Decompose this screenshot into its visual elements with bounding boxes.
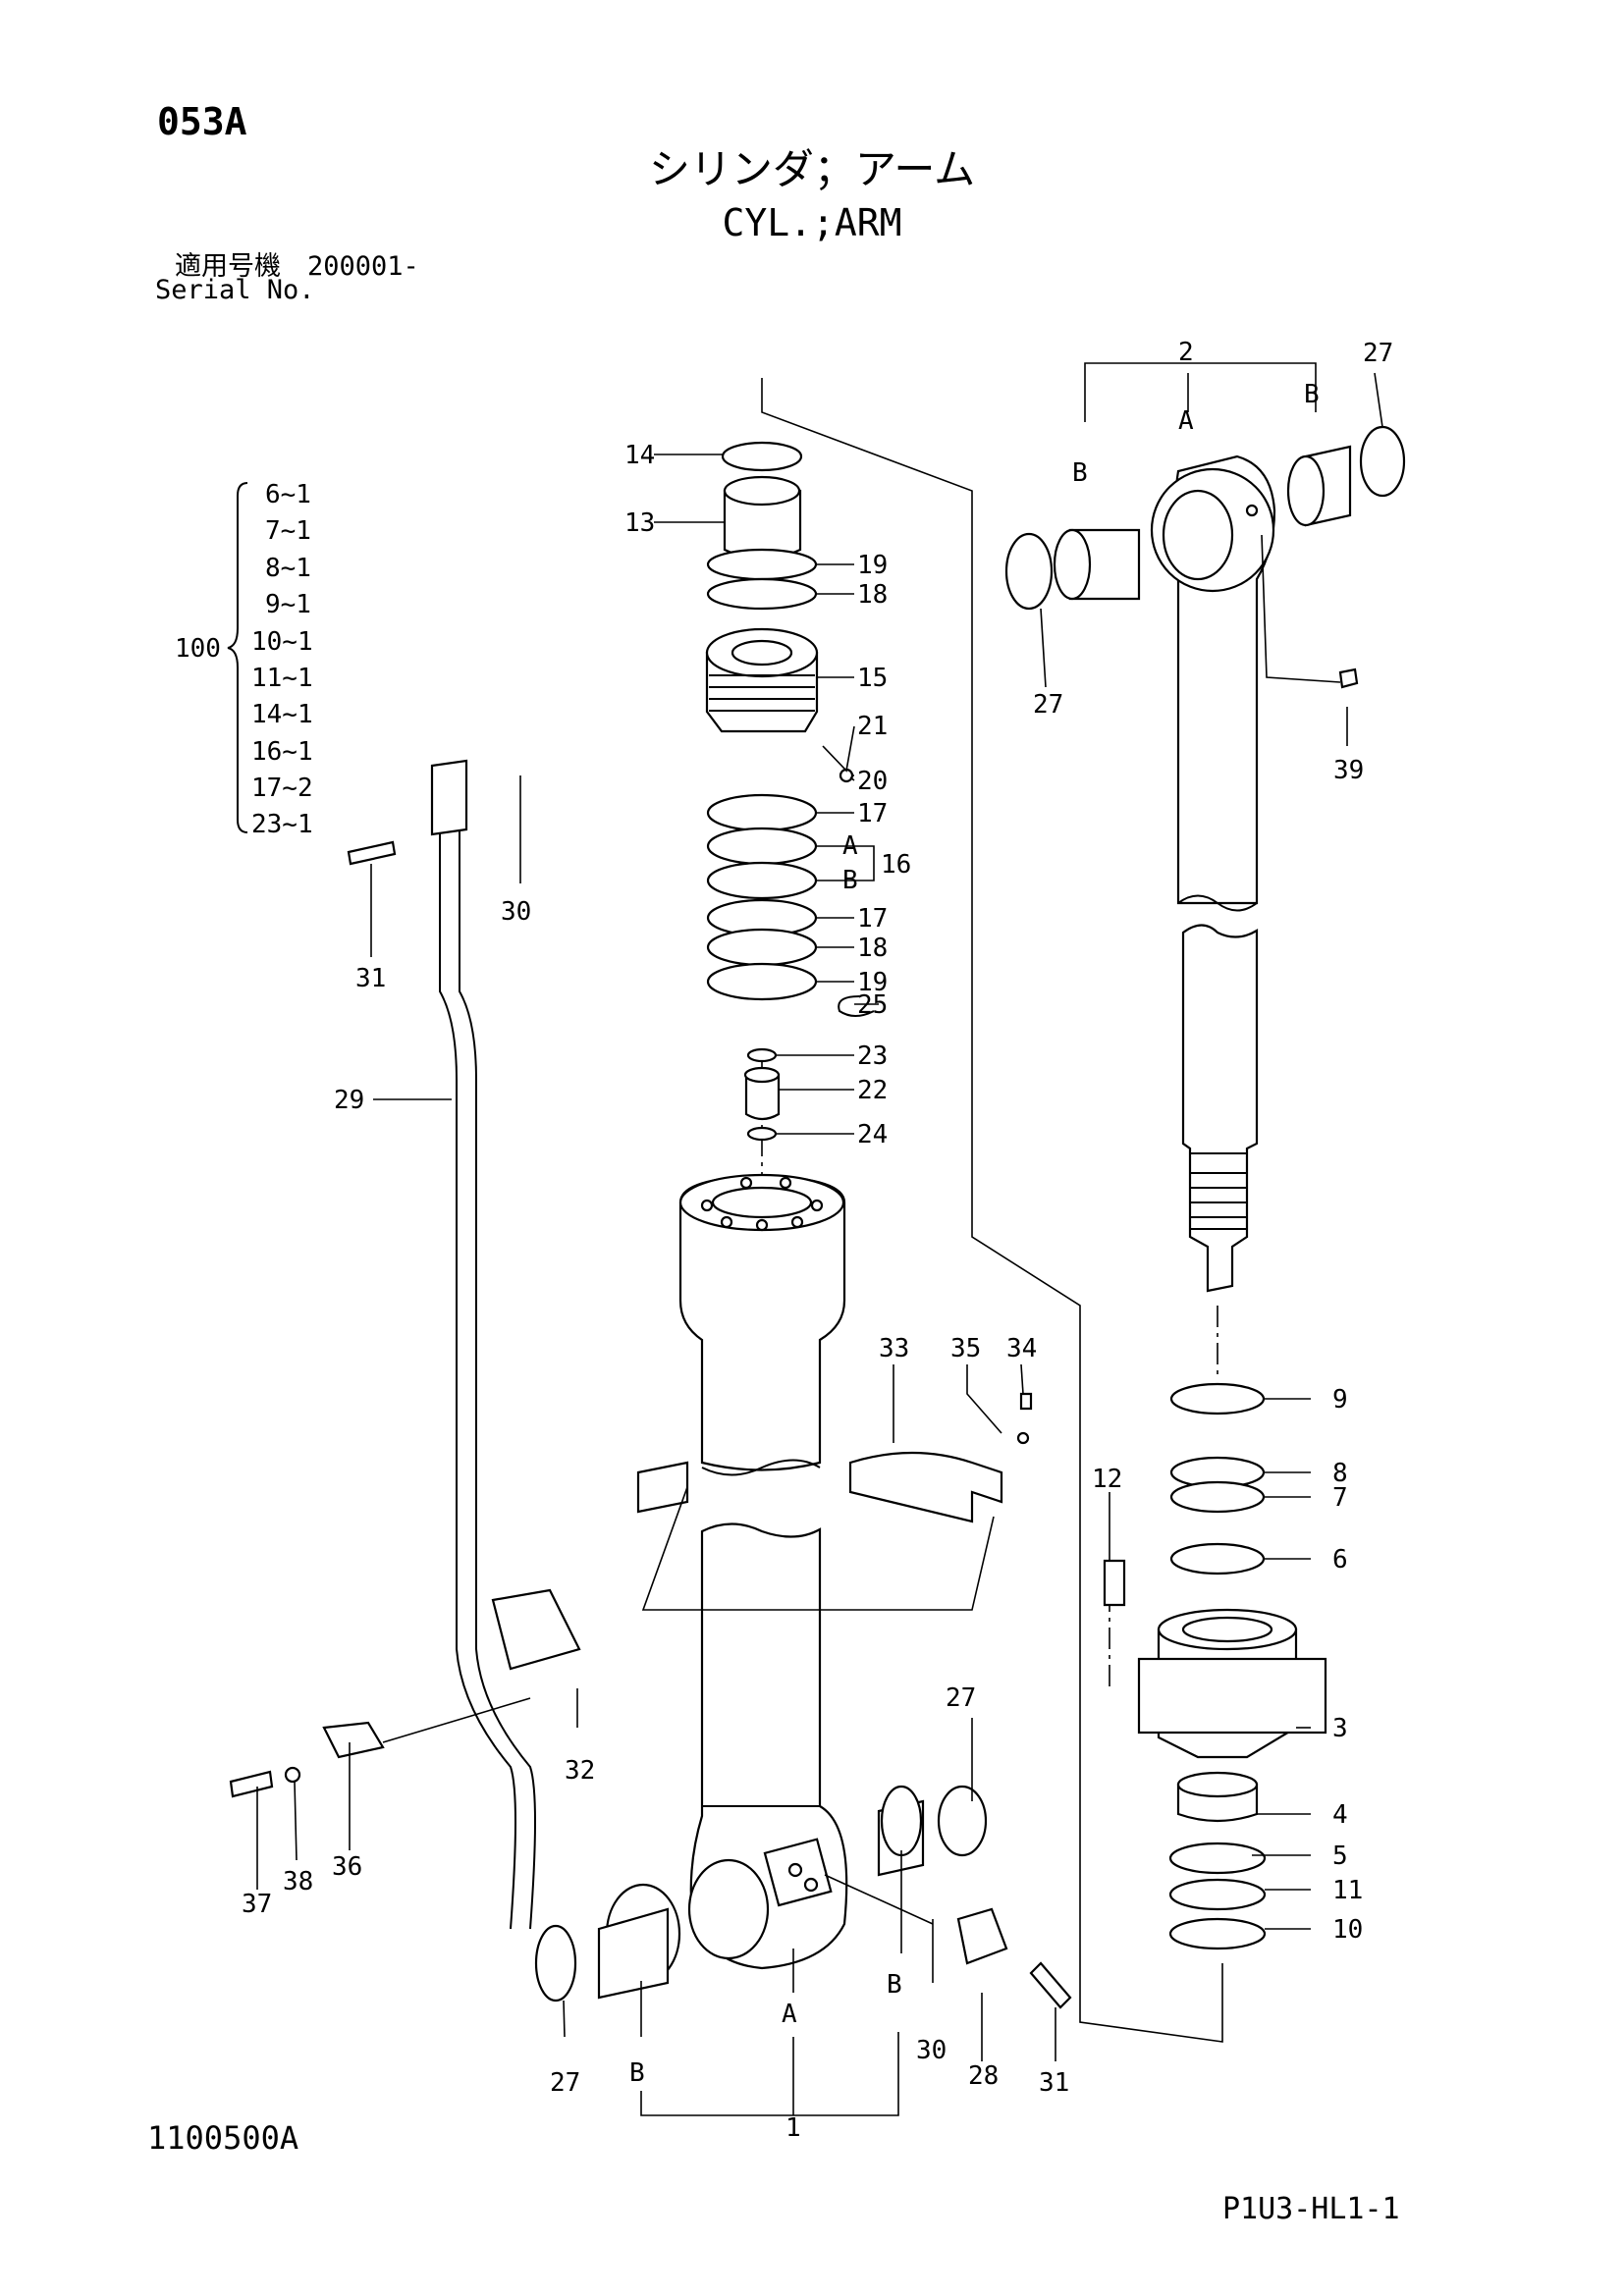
callout-18a: 18 [857, 580, 888, 610]
callout-9: 9 [1332, 1385, 1348, 1415]
kit-item: 8~1 [265, 554, 311, 583]
kit-item: 11~1 [251, 664, 313, 693]
callout-27c: 27 [946, 1683, 976, 1713]
kit-100-group: 100 6~1 7~1 8~1 9~1 10~1 11~1 14~1 16~1 … [175, 480, 313, 839]
piston-rod [1150, 454, 1276, 1293]
callout-20: 20 [857, 767, 888, 796]
kit-brace [227, 482, 248, 833]
pipe-and-brackets [322, 759, 1008, 1965]
kit-item: 9~1 [265, 590, 311, 619]
callout-39: 39 [1333, 756, 1364, 785]
callout-23: 23 [857, 1041, 888, 1071]
kit-item: 16~1 [251, 737, 313, 767]
callout-1: 1 [785, 2113, 801, 2143]
callout-19b: 19 [857, 968, 888, 997]
bolts-and-fittings [229, 667, 1359, 2009]
kit-item: 14~1 [251, 700, 313, 729]
title-japanese: シリンダ；アーム [648, 145, 976, 193]
callout-16: 16 [881, 850, 911, 880]
cylinder-tube [678, 1173, 848, 1970]
serial-label-english: Serial No. [155, 275, 315, 305]
marker-top-a: A [1178, 406, 1194, 436]
callout-21: 21 [857, 712, 888, 741]
marker-top-b1: B [1072, 458, 1088, 488]
callout-13: 13 [624, 508, 655, 538]
callout-29: 29 [334, 1086, 364, 1115]
callout-5: 5 [1332, 1842, 1348, 1871]
callout-30b: 30 [916, 2036, 947, 2065]
marker-16-a: A [842, 831, 858, 861]
kit-item: 17~2 [251, 774, 313, 803]
callout-31a: 31 [355, 964, 386, 993]
marker-bot-a: A [782, 2000, 797, 2029]
marker-bot-b1: B [629, 2058, 645, 2088]
callout-22: 22 [857, 1076, 888, 1105]
callout-34: 34 [1006, 1334, 1037, 1363]
callout-17b: 17 [857, 904, 888, 934]
callout-24: 24 [857, 1120, 888, 1149]
callout-25: 25 [857, 990, 888, 1020]
seal-and-bushing-shapes [534, 425, 1406, 2002]
callout-35: 35 [950, 1334, 981, 1363]
kit-item: 6~1 [265, 480, 311, 509]
callout-6: 6 [1332, 1545, 1348, 1575]
callout-14: 14 [624, 441, 655, 470]
page-reference: P1U3-HL1-1 [1222, 2192, 1400, 2226]
callout-15: 15 [857, 664, 888, 693]
callout-27b: 27 [1033, 690, 1063, 720]
callout-19a: 19 [857, 551, 888, 580]
marker-bot-b2: B [887, 1970, 902, 2000]
marker-top-b2: B [1304, 380, 1320, 409]
callout-33: 33 [879, 1334, 909, 1363]
callout-8: 8 [1332, 1459, 1348, 1488]
callout-4: 4 [1332, 1800, 1348, 1830]
callout-27a: 27 [1363, 339, 1393, 368]
callout-31b: 31 [1039, 2068, 1069, 2098]
callout-37: 37 [242, 1890, 272, 1919]
page-code: 053A [157, 100, 247, 143]
callout-30a: 30 [501, 897, 531, 927]
callout-7: 7 [1332, 1483, 1348, 1513]
callout-17a: 17 [857, 799, 888, 828]
assembly-path-line [761, 378, 1223, 2043]
callout-32: 32 [565, 1756, 595, 1786]
marker-16-b: B [842, 866, 858, 895]
callout-11: 11 [1332, 1876, 1363, 1905]
figure-number: 1100500A [147, 2119, 299, 2157]
callout-10: 10 [1332, 1915, 1363, 1945]
leader-lines [256, 362, 1383, 2116]
callouts: 14 13 19 18 15 21 20 17 A B 16 17 18 19 … [242, 338, 1393, 2143]
callout-38: 38 [283, 1867, 313, 1896]
kit-item: 23~1 [251, 810, 313, 839]
kit-item: 7~1 [265, 516, 311, 546]
callout-3: 3 [1332, 1714, 1348, 1743]
callout-18b: 18 [857, 934, 888, 963]
kit-item: 10~1 [251, 627, 313, 657]
callout-27d: 27 [550, 2068, 580, 2098]
callout-36: 36 [332, 1852, 362, 1882]
title-english: CYL.;ARM [722, 201, 902, 244]
callout-12: 12 [1092, 1465, 1122, 1494]
kit-number-label: 100 [175, 634, 221, 664]
serial-label-japanese: 適用号機 200001- [175, 251, 419, 282]
callout-28: 28 [968, 2061, 999, 2091]
callout-2: 2 [1178, 338, 1194, 367]
